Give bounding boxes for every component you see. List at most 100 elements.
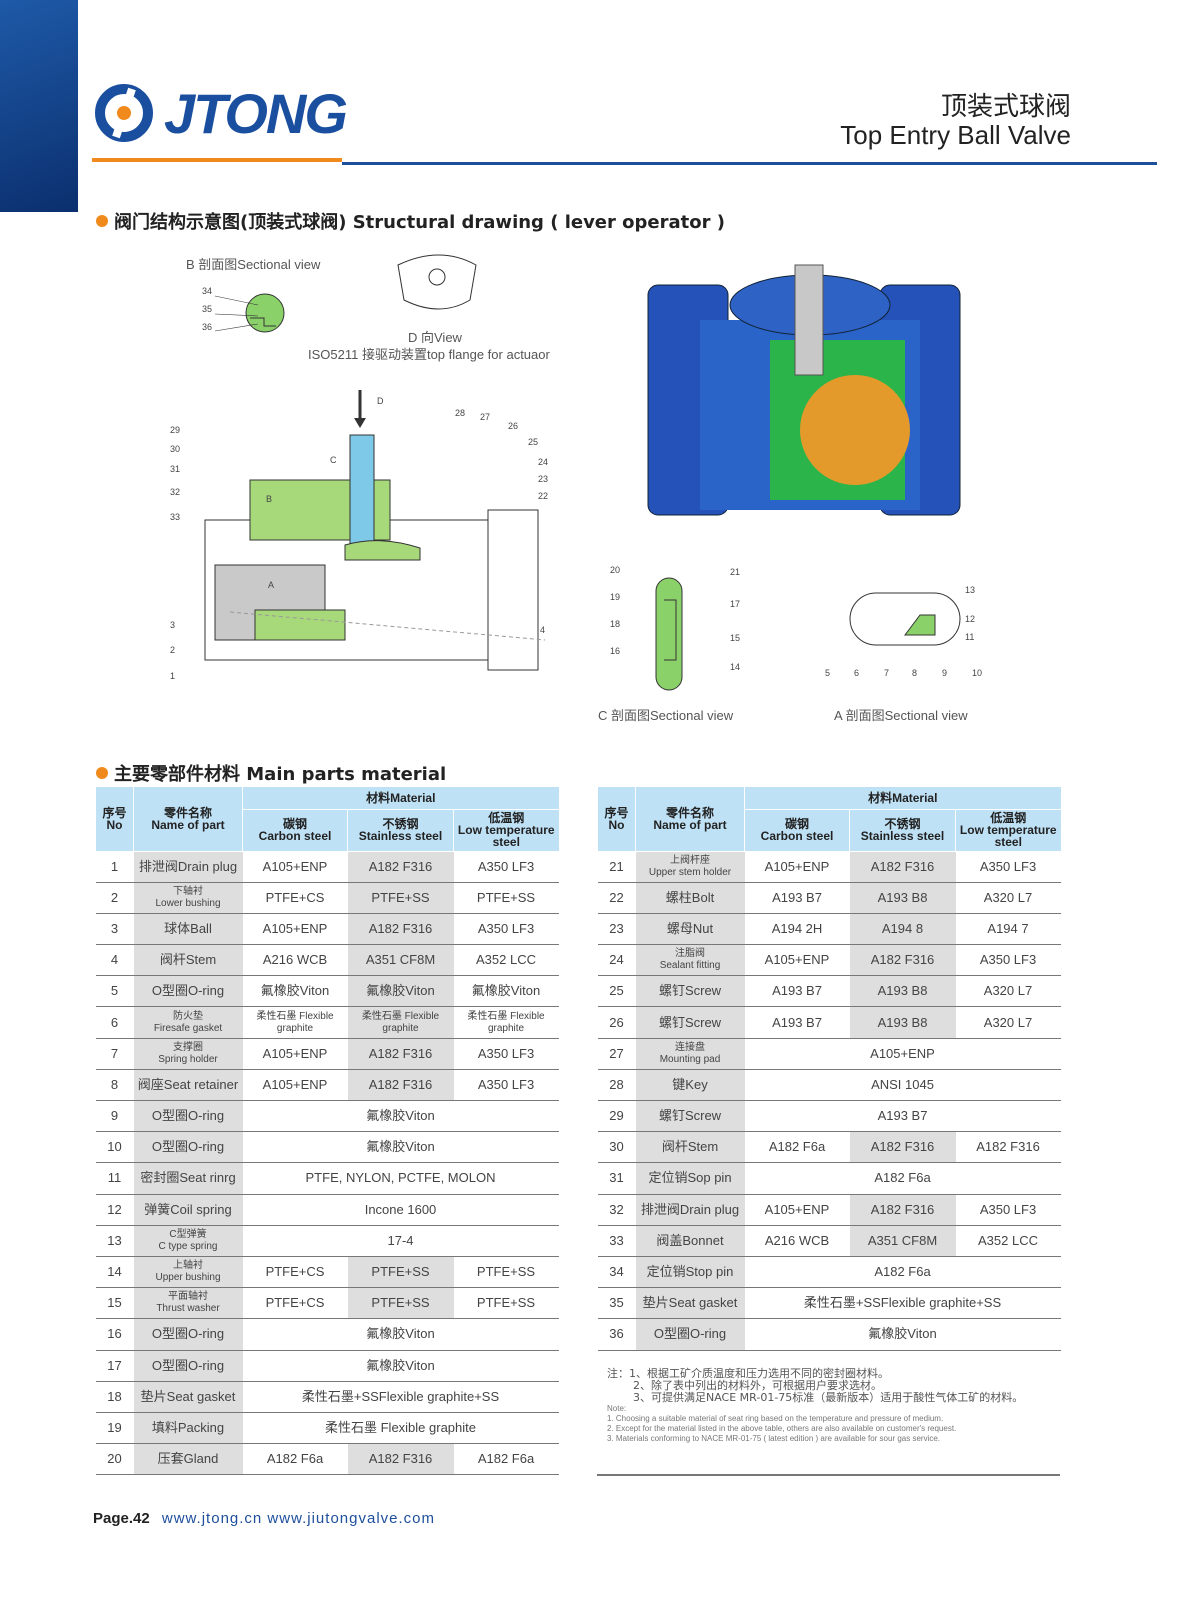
callout-label: 35 [202, 304, 212, 314]
part-no: 25 [597, 975, 636, 1008]
material-lowtemp: A350 LF3 [453, 1038, 559, 1070]
part-name: 螺钉Screw [635, 1006, 745, 1039]
c-section-drawing [655, 577, 683, 691]
part-name: 垫片Seat gasket [133, 1381, 243, 1413]
callout-label: D [377, 396, 384, 406]
part-name: O型圈O-ring [133, 1318, 243, 1351]
part-name: 阀杆Stem [133, 944, 243, 977]
part-name: O型圈O-ring [635, 1318, 745, 1351]
material-carbon: A216 WCB [744, 1225, 850, 1257]
part-no: 20 [95, 1443, 134, 1476]
part-no: 7 [95, 1038, 134, 1070]
material-lowtemp: A350 LF3 [453, 913, 559, 946]
material-stainless: A193 B8 [849, 1006, 956, 1039]
parts-section-title: 主要零部件材料 Main parts material [96, 760, 446, 786]
part-name: 键Key [635, 1069, 745, 1102]
callout-label: 7 [884, 668, 889, 678]
brand-logo: JTONG [92, 78, 348, 148]
callout-label: 4 [540, 625, 545, 635]
material-lowtemp: A350 LF3 [955, 1194, 1061, 1226]
callout-label: 10 [972, 668, 982, 678]
part-no: 34 [597, 1256, 636, 1289]
callout-label: 24 [538, 457, 548, 467]
part-no: 24 [597, 944, 636, 977]
material-all: 氟橡胶Viton [242, 1350, 559, 1382]
part-no: 17 [95, 1350, 134, 1382]
material-all: 17-4 [242, 1225, 559, 1257]
bullet-icon [96, 215, 108, 227]
part-name: 排泄阀Drain plug [635, 1194, 745, 1226]
material-carbon: A182 F6a [242, 1443, 348, 1476]
part-no: 13 [95, 1225, 134, 1257]
part-no: 18 [95, 1381, 134, 1413]
material-stainless: A193 B8 [849, 882, 956, 914]
d-view-subcaption: ISO5211 接驱动装置top flange for actuaor [308, 347, 550, 362]
part-name: 密封圈Seat rinrg [133, 1162, 243, 1195]
part-no: 11 [95, 1162, 134, 1195]
callout-label: 25 [528, 437, 538, 447]
note-en-title: Note: [607, 1404, 627, 1413]
callout-label: 8 [912, 668, 917, 678]
header-title-en: Top Entry Ball Valve [840, 120, 1071, 150]
material-stainless: A182 F316 [849, 851, 956, 883]
website-links[interactable]: www.jtong.cn www.jiutongvalve.com [161, 1510, 435, 1527]
material-carbon: PTFE+CS [242, 1287, 348, 1320]
brand-name: JTONG [164, 81, 348, 145]
material-all: PTFE, NYLON, PCTFE, MOLON [242, 1162, 559, 1195]
material-lowtemp: A182 F6a [453, 1443, 559, 1476]
part-no: 30 [597, 1131, 636, 1164]
material-stainless: PTFE+SS [347, 1287, 454, 1320]
material-carbon: A193 B7 [744, 975, 850, 1008]
d-view-caption: D 向View [408, 330, 462, 345]
callout-label: 2 [170, 645, 175, 655]
d-view-drawing [397, 254, 477, 310]
material-carbon: 柔性石墨 Flexible graphite [242, 1006, 348, 1039]
part-no: 9 [95, 1100, 134, 1133]
material-stainless: A182 F316 [347, 1069, 454, 1102]
material-carbon: A105+ENP [242, 913, 348, 946]
material-lowtemp: PTFE+SS [453, 1256, 559, 1289]
part-name: 阀杆Stem [635, 1131, 745, 1164]
part-no: 6 [95, 1006, 134, 1039]
part-no: 33 [597, 1225, 636, 1257]
main-section-drawing [204, 390, 546, 671]
callout-label: 29 [170, 425, 180, 435]
callout-label: 19 [610, 592, 620, 602]
callout-label: 20 [610, 565, 620, 575]
material-carbon: A182 F6a [744, 1131, 850, 1164]
part-no: 21 [597, 851, 636, 883]
part-no: 3 [95, 913, 134, 946]
material-carbon: PTFE+CS [242, 882, 348, 914]
material-carbon: 氟橡胶Viton [242, 975, 348, 1008]
part-no: 23 [597, 913, 636, 946]
material-carbon: A105+ENP [242, 1038, 348, 1070]
material-lowtemp: A320 L7 [955, 975, 1061, 1008]
material-all: 柔性石墨+SSFlexible graphite+SS [744, 1287, 1061, 1320]
part-name: 垫片Seat gasket [635, 1287, 745, 1320]
material-lowtemp: A194 7 [955, 913, 1061, 946]
material-lowtemp: A182 F316 [955, 1131, 1061, 1164]
logo-mark-icon [95, 84, 153, 142]
callout-label: 33 [170, 512, 180, 522]
material-all: 氟橡胶Viton [242, 1100, 559, 1133]
